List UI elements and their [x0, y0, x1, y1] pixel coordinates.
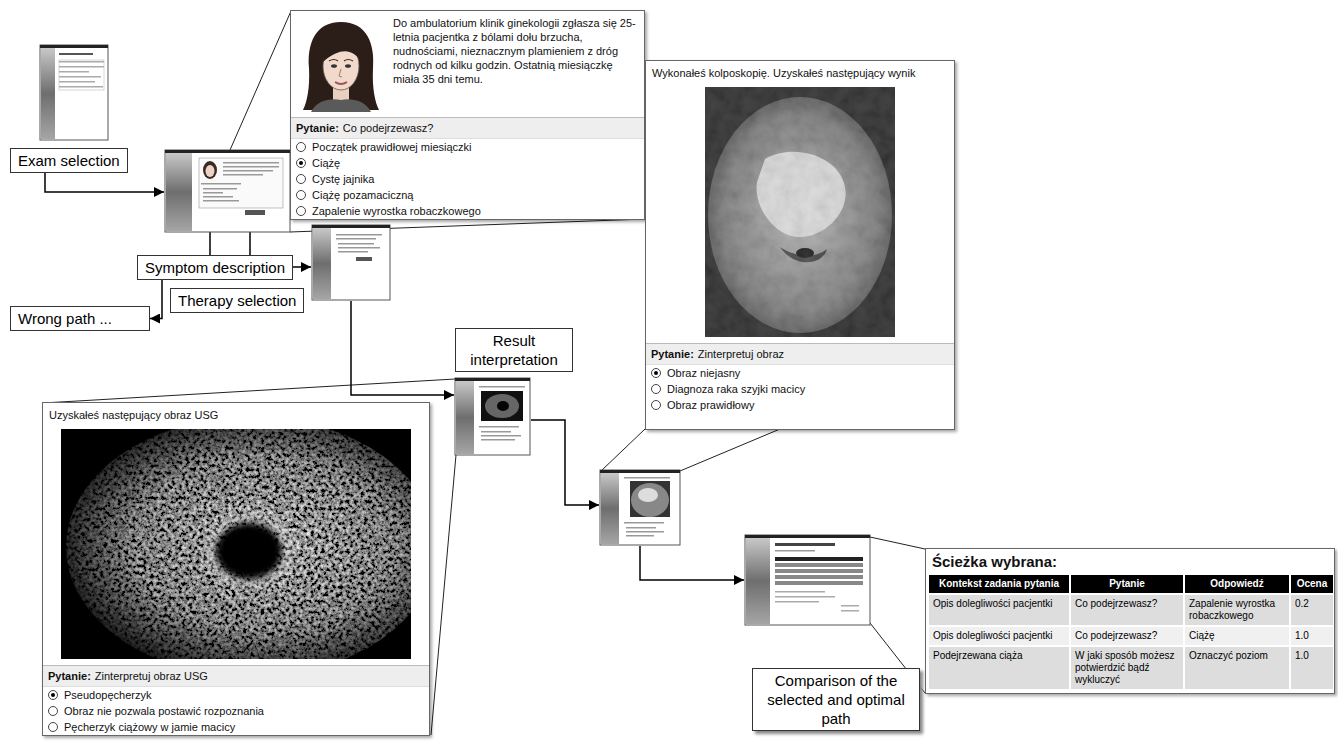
- table-cell: W jaki sposób możesz potwierdzić bądź wy…: [1071, 647, 1183, 689]
- panel-header: Uzyskałeś następujący obraz USG: [43, 403, 429, 427]
- table-cell: Co podejrzewasz?: [1071, 595, 1183, 625]
- panel-text: Do ambulatorium klinik ginekologii zgłas…: [393, 16, 638, 86]
- table-cell: 1.0: [1291, 647, 1333, 689]
- label-text: Symptom description: [145, 258, 285, 277]
- table-cell: Opis dolegliwości pacjentki: [929, 595, 1069, 625]
- radio-button: [651, 400, 661, 410]
- table-title: Ścieżka wybrana:: [926, 549, 1334, 575]
- answer-option: Obraz nie pozwala postawić rozpoznania: [64, 704, 264, 718]
- answer-row: Cystę jajnika: [291, 171, 644, 187]
- table-cell: 1.0: [1291, 627, 1333, 645]
- answer-option: Pseudopęcherzyk: [64, 688, 151, 702]
- radio-button: [296, 158, 306, 168]
- panel-header: Wykonałeś kolposkopię. Uzyskałeś następu…: [646, 61, 954, 85]
- exam-thumbnail: [40, 45, 108, 140]
- screen-panel: Do ambulatorium klinik ginekologii zgłas…: [290, 10, 645, 220]
- panel-header: Do ambulatorium klinik ginekologii zgłas…: [291, 11, 644, 117]
- answer-row: Początek prawidłowej miesiączki: [291, 139, 644, 155]
- answer-option: Początek prawidłowej miesiączki: [312, 140, 472, 154]
- flow-arrow: [150, 280, 162, 319]
- answer-option: Ciążę pozamaciczną: [312, 188, 414, 202]
- table-header: Pytanie: [1071, 575, 1183, 593]
- answer-option: Ciążę: [312, 156, 340, 170]
- table-cell: Oznaczyć poziom: [1185, 647, 1289, 689]
- results-table-panel: Ścieżka wybrana:Kontekst zadania pytania…: [925, 548, 1335, 694]
- table-header: Odpowiedź: [1185, 575, 1289, 593]
- answer-row: Ciążę pozamaciczną: [291, 187, 644, 203]
- answer-row: Pęcherzyk ciążowy w jamie macicy: [43, 719, 429, 735]
- step-label: Therapy selection: [170, 288, 304, 313]
- radio-button: [296, 142, 306, 152]
- panel-text: Wykonałeś kolposkopię. Uzyskałeś następu…: [652, 66, 948, 80]
- question-bar: Pytanie: Zinterpretuj obraz USG: [43, 665, 429, 687]
- answer-row: Ciążę: [291, 155, 644, 171]
- radio-button: [296, 190, 306, 200]
- radio-button: [48, 706, 58, 716]
- answer-option: Zapalenie wyrostka robaczkowego: [312, 204, 481, 218]
- step-label: Symptom description: [137, 255, 293, 280]
- radio-button: [651, 368, 661, 378]
- radio-button: [296, 206, 306, 216]
- radio-button: [651, 384, 661, 394]
- answer-option: Obraz prawidłowy: [667, 398, 754, 412]
- step-label: Comparison of the selected and optimal p…: [752, 668, 920, 731]
- step-label: Result interpretation: [455, 328, 573, 372]
- table-cell: Co podejrzewasz?: [1071, 627, 1183, 645]
- answer-row: Obraz niejasny: [646, 365, 954, 381]
- patient-avatar: [297, 16, 385, 112]
- path-table: Kontekst zadania pytaniaPytanieOdpowiedź…: [926, 575, 1334, 693]
- colposcopy-image: [705, 87, 895, 337]
- label-text: Exam selection: [18, 151, 120, 170]
- symptom-thumbnail: [165, 150, 290, 232]
- table-cell: Podejrzewana ciąża: [929, 647, 1069, 689]
- table-header: Ocena: [1291, 575, 1333, 593]
- panel-text: Uzyskałeś następujący obraz USG: [49, 408, 423, 422]
- screen-panel: Uzyskałeś następujący obraz USG Pytanie:…: [42, 402, 430, 736]
- image-frame: [61, 429, 411, 659]
- answer-row: Obraz nie pozwala postawić rozpoznania: [43, 703, 429, 719]
- question-bar: Pytanie: Zinterpretuj obraz: [646, 343, 954, 365]
- image-frame: [297, 16, 385, 112]
- answer-option: Diagnoza raka szyjki macicy: [667, 382, 805, 396]
- usg-thumbnail: [455, 378, 530, 455]
- radio-button: [48, 722, 58, 732]
- label-text: Therapy selection: [178, 291, 296, 310]
- screen-panel: Wykonałeś kolposkopię. Uzyskałeś następu…: [645, 60, 955, 430]
- image-frame: [705, 87, 895, 337]
- question-text: Zinterpretuj obraz USG: [95, 670, 208, 682]
- answer-option: Cystę jajnika: [312, 172, 374, 186]
- table-cell: Opis dolegliwości pacjentki: [929, 627, 1069, 645]
- question-label: Pytanie:: [48, 670, 91, 682]
- answer-row: Diagnoza raka szyjki macicy: [646, 381, 954, 397]
- question-text: Co podejrzewasz?: [343, 122, 434, 134]
- label-text: Comparison of the selected and optimal p…: [760, 671, 912, 728]
- answer-row: Obraz prawidłowy: [646, 397, 954, 413]
- table-cell: Zapalenie wyrostka robaczkowego: [1185, 595, 1289, 625]
- colposcopy-thumbnail: [600, 470, 680, 545]
- answer-option: Pęcherzyk ciążowy w jamie macicy: [64, 720, 235, 734]
- question-label: Pytanie:: [296, 122, 339, 134]
- step-label: Wrong path ...: [10, 306, 150, 331]
- label-text: Result interpretation: [463, 331, 565, 369]
- answer-row: Pseudopęcherzyk: [43, 687, 429, 703]
- answer-option: Obraz niejasny: [667, 366, 740, 380]
- question-text: Zinterpretuj obraz: [698, 348, 784, 360]
- comparison-thumbnail: [745, 535, 870, 625]
- radio-button: [296, 174, 306, 184]
- answer-row: Zapalenie wyrostka robaczkowego: [291, 203, 644, 219]
- question-bar: Pytanie: Co podejrzewasz?: [291, 117, 644, 139]
- table-header: Kontekst zadania pytania: [929, 575, 1069, 593]
- table-cell: 0.2: [1291, 595, 1333, 625]
- label-text: Wrong path ...: [18, 309, 142, 328]
- table-cell: Ciążę: [1185, 627, 1289, 645]
- ultrasound-image: [61, 429, 411, 659]
- therapy-thumbnail: [312, 225, 390, 300]
- step-label: Exam selection: [10, 148, 128, 173]
- radio-button: [48, 690, 58, 700]
- question-label: Pytanie:: [651, 348, 694, 360]
